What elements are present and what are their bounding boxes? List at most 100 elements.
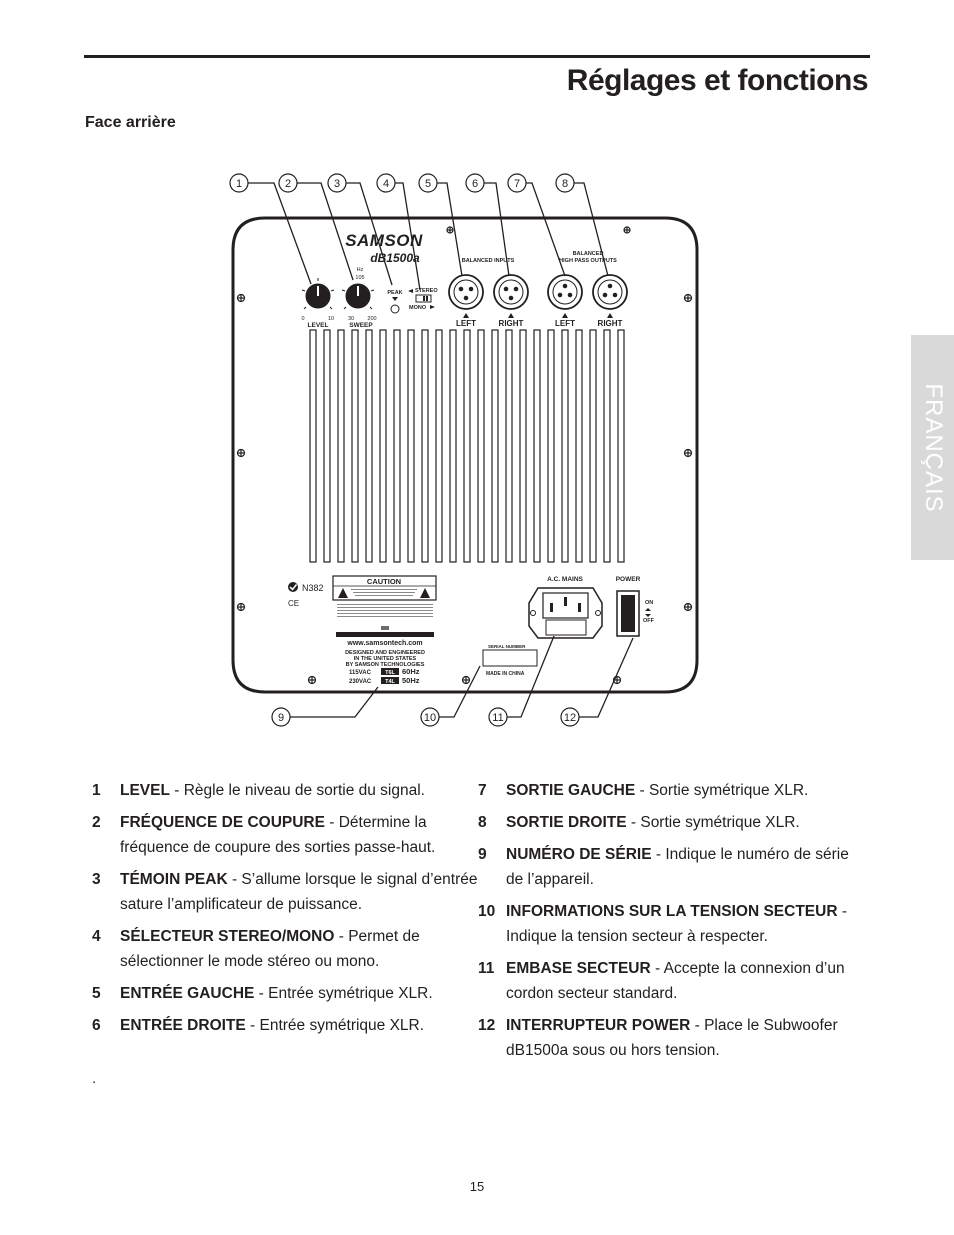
item-description: - Détermine la fréquence de coupure des … xyxy=(120,814,436,856)
item-number: 1 xyxy=(92,782,101,799)
mono-arrow-icon xyxy=(430,305,435,309)
input-right-arrow-icon xyxy=(508,313,514,318)
item-number: 6 xyxy=(92,1017,101,1034)
item-name: EMBASE SECTEUR xyxy=(506,960,651,977)
item-number: 7 xyxy=(478,782,487,799)
item-description: - Sortie symétrique XLR. xyxy=(626,814,800,831)
level-knob xyxy=(301,278,335,310)
level-max-label: 10 xyxy=(328,316,334,322)
list-item: 11 EMBASE SECTEUR - Accepte la connexion … xyxy=(478,956,868,1006)
output-right-arrow-icon xyxy=(607,313,613,318)
input-left-arrow-icon xyxy=(463,313,469,318)
callout-leader-lines xyxy=(248,182,634,718)
list-item: 4 SÉLECTEUR STEREO/MONO - Permet de sélec… xyxy=(92,924,482,974)
callout-8 xyxy=(555,173,575,193)
callout-circles xyxy=(229,173,580,727)
item-number: 4 xyxy=(92,928,101,945)
screw-icon xyxy=(236,293,246,303)
item-name: FRÉQUENCE DE COUPURE xyxy=(120,814,325,831)
shock-warning-icon xyxy=(338,588,348,598)
panel-screws xyxy=(236,226,693,685)
sweep-max-label: 200 xyxy=(367,316,376,322)
item-name: LEVEL xyxy=(120,782,170,799)
callout-6 xyxy=(465,173,485,193)
mono-label: MONO xyxy=(409,305,427,311)
item-number: 8 xyxy=(478,814,487,831)
footnote-mark: . xyxy=(92,1070,97,1087)
callout-12 xyxy=(560,707,580,727)
callout-5-label: 5 xyxy=(425,178,431,190)
made-in-label: MADE IN CHINA xyxy=(486,671,525,677)
serial-number-box xyxy=(482,649,538,667)
fuse-t6l: T6L xyxy=(385,670,395,676)
website-url: www.samsontech.com xyxy=(346,640,422,647)
item-number: 3 xyxy=(92,871,101,888)
item-number: 9 xyxy=(478,846,487,863)
item-name: ENTRÉE GAUCHE xyxy=(120,985,255,1002)
item-number: 11 xyxy=(478,960,495,977)
voltage-230: 230VAC xyxy=(349,679,372,685)
item-name: INTERRUPTEUR POWER xyxy=(506,1017,691,1034)
item-description: - Accepte la connexion d’un cordon secte… xyxy=(506,960,845,1002)
power-on-label: ON xyxy=(645,600,653,606)
screw-icon xyxy=(236,602,246,612)
callout-7-label: 7 xyxy=(514,178,520,190)
callout-7 xyxy=(507,173,527,193)
frequency-50: 50Hz xyxy=(402,676,420,685)
sweep-mid-label: 105 xyxy=(355,275,364,281)
level-min-label: 0 xyxy=(301,316,304,322)
stereo-label: STEREO xyxy=(415,288,438,294)
screw-icon xyxy=(683,293,693,303)
section-subtitle: Face arrière xyxy=(85,114,176,131)
list-item: 12 INTERRUPTEUR POWER - Place le Subwoofe… xyxy=(478,1013,868,1063)
callout-11 xyxy=(488,707,508,727)
voltage-115: 115VAC xyxy=(349,670,372,676)
output-left-arrow-icon xyxy=(562,313,568,318)
language-tab-label: FRANÇAIS xyxy=(919,382,947,513)
item-name: SÉLECTEUR STEREO/MONO xyxy=(120,928,335,945)
xlr-output-left xyxy=(547,274,583,310)
screw-icon xyxy=(683,448,693,458)
item-number: 10 xyxy=(478,903,496,920)
callout-12-label: 12 xyxy=(564,712,576,724)
callout-11-label: 11 xyxy=(492,712,503,724)
sweep-label: SWEEP xyxy=(349,322,373,329)
ce-mark: CE xyxy=(288,599,299,608)
fuse-t4l: T4L xyxy=(385,679,395,685)
peak-led xyxy=(390,304,400,314)
callout-4 xyxy=(376,173,396,193)
rear-panel-diagram: SAMSON dB1500a 0 10 LEVEL Hz 105 30 200 … xyxy=(229,173,699,727)
item-number: 12 xyxy=(478,1017,496,1034)
list-item: 2 FRÉQUENCE DE COUPURE - Détermine la fré… xyxy=(92,810,482,860)
callout-1-label: 1 xyxy=(236,178,242,190)
fuse-drawer xyxy=(545,619,587,636)
callout-8-label: 8 xyxy=(562,178,568,190)
callout-2-label: 2 xyxy=(285,178,291,190)
inputs-label: BALANCED INPUTS xyxy=(462,258,515,264)
panel-outline xyxy=(231,216,699,694)
ac-mains-label: A.C. MAINS xyxy=(547,576,583,583)
header-rule xyxy=(84,55,870,58)
item-description: - Place le Subwoofer dB1500a sous ou hor… xyxy=(506,1017,838,1059)
outputs-label-1: BALANCED xyxy=(573,251,604,257)
screw-icon xyxy=(236,448,246,458)
item-number: 2 xyxy=(92,814,101,831)
callout-6-label: 6 xyxy=(472,178,478,190)
sweep-min-label: 30 xyxy=(348,316,354,322)
heatsink-fins xyxy=(309,329,625,563)
item-description: - Entrée symétrique XLR. xyxy=(254,985,433,1002)
certification-check-icon xyxy=(288,582,298,592)
item-name: TÉMOIN PEAK xyxy=(120,871,228,888)
callout-9-label: 9 xyxy=(278,712,284,724)
output-left-label: LEFT xyxy=(555,319,575,328)
caution-title: CAUTION xyxy=(367,577,401,586)
item-description: - Permet de sélectionner le mode stéreo … xyxy=(120,928,420,970)
designed-line-3: BY SAMSON TECHNOLOGIES xyxy=(346,662,425,668)
